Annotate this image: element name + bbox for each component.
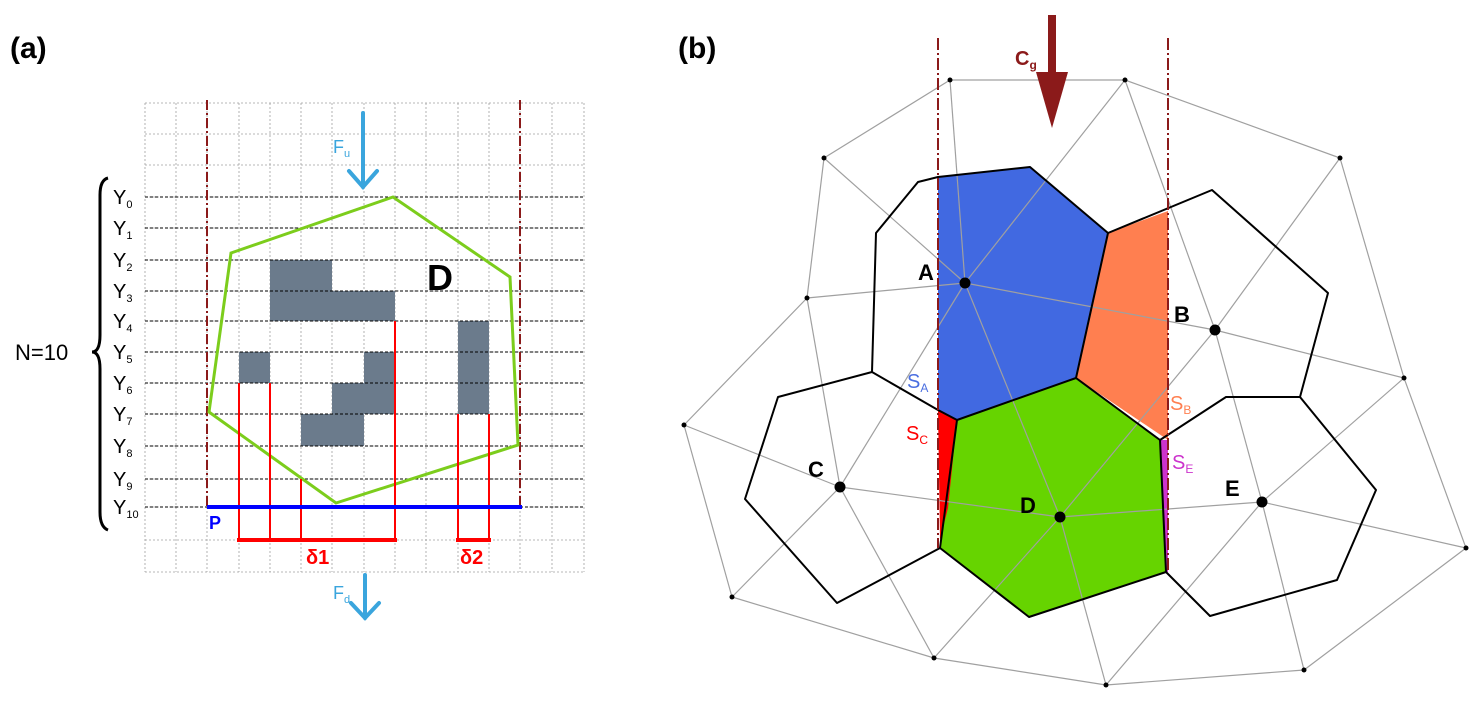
segment-sa-label: SA (907, 371, 928, 395)
region-d-label: D (427, 257, 453, 298)
delta2-label: δ2 (460, 547, 483, 569)
y-label: Y9 (113, 469, 132, 493)
node-c-dot (834, 481, 846, 493)
n-brace (91, 176, 109, 532)
shaded-cell (364, 291, 395, 321)
flux-up-arrow-icon (347, 111, 379, 191)
n-label: N=10 (15, 340, 68, 365)
y-label: Y4 (113, 311, 132, 335)
y-label: Y3 (113, 281, 132, 305)
region-d-polygon (207, 195, 520, 505)
y-label: Y0 (113, 187, 132, 211)
delta1-label: δ1 (306, 547, 329, 569)
node-a-dot (959, 277, 971, 289)
y-label: Y8 (113, 436, 132, 460)
y-label: Y6 (113, 373, 132, 397)
shaded-cell (301, 291, 332, 321)
shaded-cell (301, 260, 332, 291)
shaded-cell (458, 321, 489, 352)
node-a-label: A (918, 260, 934, 285)
shaded-cell (270, 260, 301, 291)
panel-a: Fu Fd D P δ1 δ2 N=10 Y0Y1Y2Y3Y4Y5Y6Y7Y8Y… (15, 100, 585, 621)
y-label: Y5 (113, 342, 132, 366)
flux-cg-label: Cg (1015, 48, 1037, 72)
node-b-label: B (1174, 302, 1190, 327)
shaded-cell (364, 383, 395, 414)
sliver-c-fill (938, 410, 957, 540)
node-c-label: C (808, 457, 824, 482)
delta-lines (238, 321, 490, 540)
y-label: Y1 (113, 218, 132, 242)
y-label: Y10 (113, 497, 139, 521)
panel-b: Cg A B C D E SA SB SC SE (681, 15, 1469, 688)
cell-d-fill (940, 378, 1166, 617)
panel-a-label: (a) (10, 32, 47, 65)
shaded-cell (458, 352, 489, 383)
node-d-label: D (1020, 493, 1036, 518)
shaded-cell (332, 291, 364, 321)
shaded-cell (270, 291, 301, 321)
flux-down-label: Fd (333, 583, 350, 606)
node-e-dot (1256, 496, 1268, 508)
panel-b-label: (b) (678, 32, 717, 65)
y-label: Y7 (113, 404, 132, 428)
cell-b-fill (1076, 211, 1168, 440)
outer-vertices (681, 77, 1469, 688)
flux-down-arrow-icon (349, 573, 381, 621)
shaded-cells (239, 260, 489, 446)
shaded-cell (301, 414, 332, 446)
voronoi-edges (744, 166, 1377, 618)
node-e-label: E (1225, 476, 1240, 501)
boundary-p-label: P (209, 513, 221, 533)
shaded-cell (458, 383, 489, 414)
node-d-dot (1054, 511, 1066, 523)
node-b-dot (1209, 324, 1221, 336)
flux-up-label: Fu (333, 137, 350, 160)
shaded-cell (332, 383, 364, 414)
segment-sc-label: SC (906, 423, 928, 447)
segment-sb-label: SB (1170, 393, 1191, 417)
y-label: Y2 (113, 250, 132, 274)
shaded-cell (332, 414, 364, 446)
segment-se-label: SE (1172, 452, 1193, 476)
shaded-cell (239, 352, 270, 383)
shaded-cell (364, 352, 395, 383)
flux-cg-arrow-icon (1036, 15, 1068, 128)
